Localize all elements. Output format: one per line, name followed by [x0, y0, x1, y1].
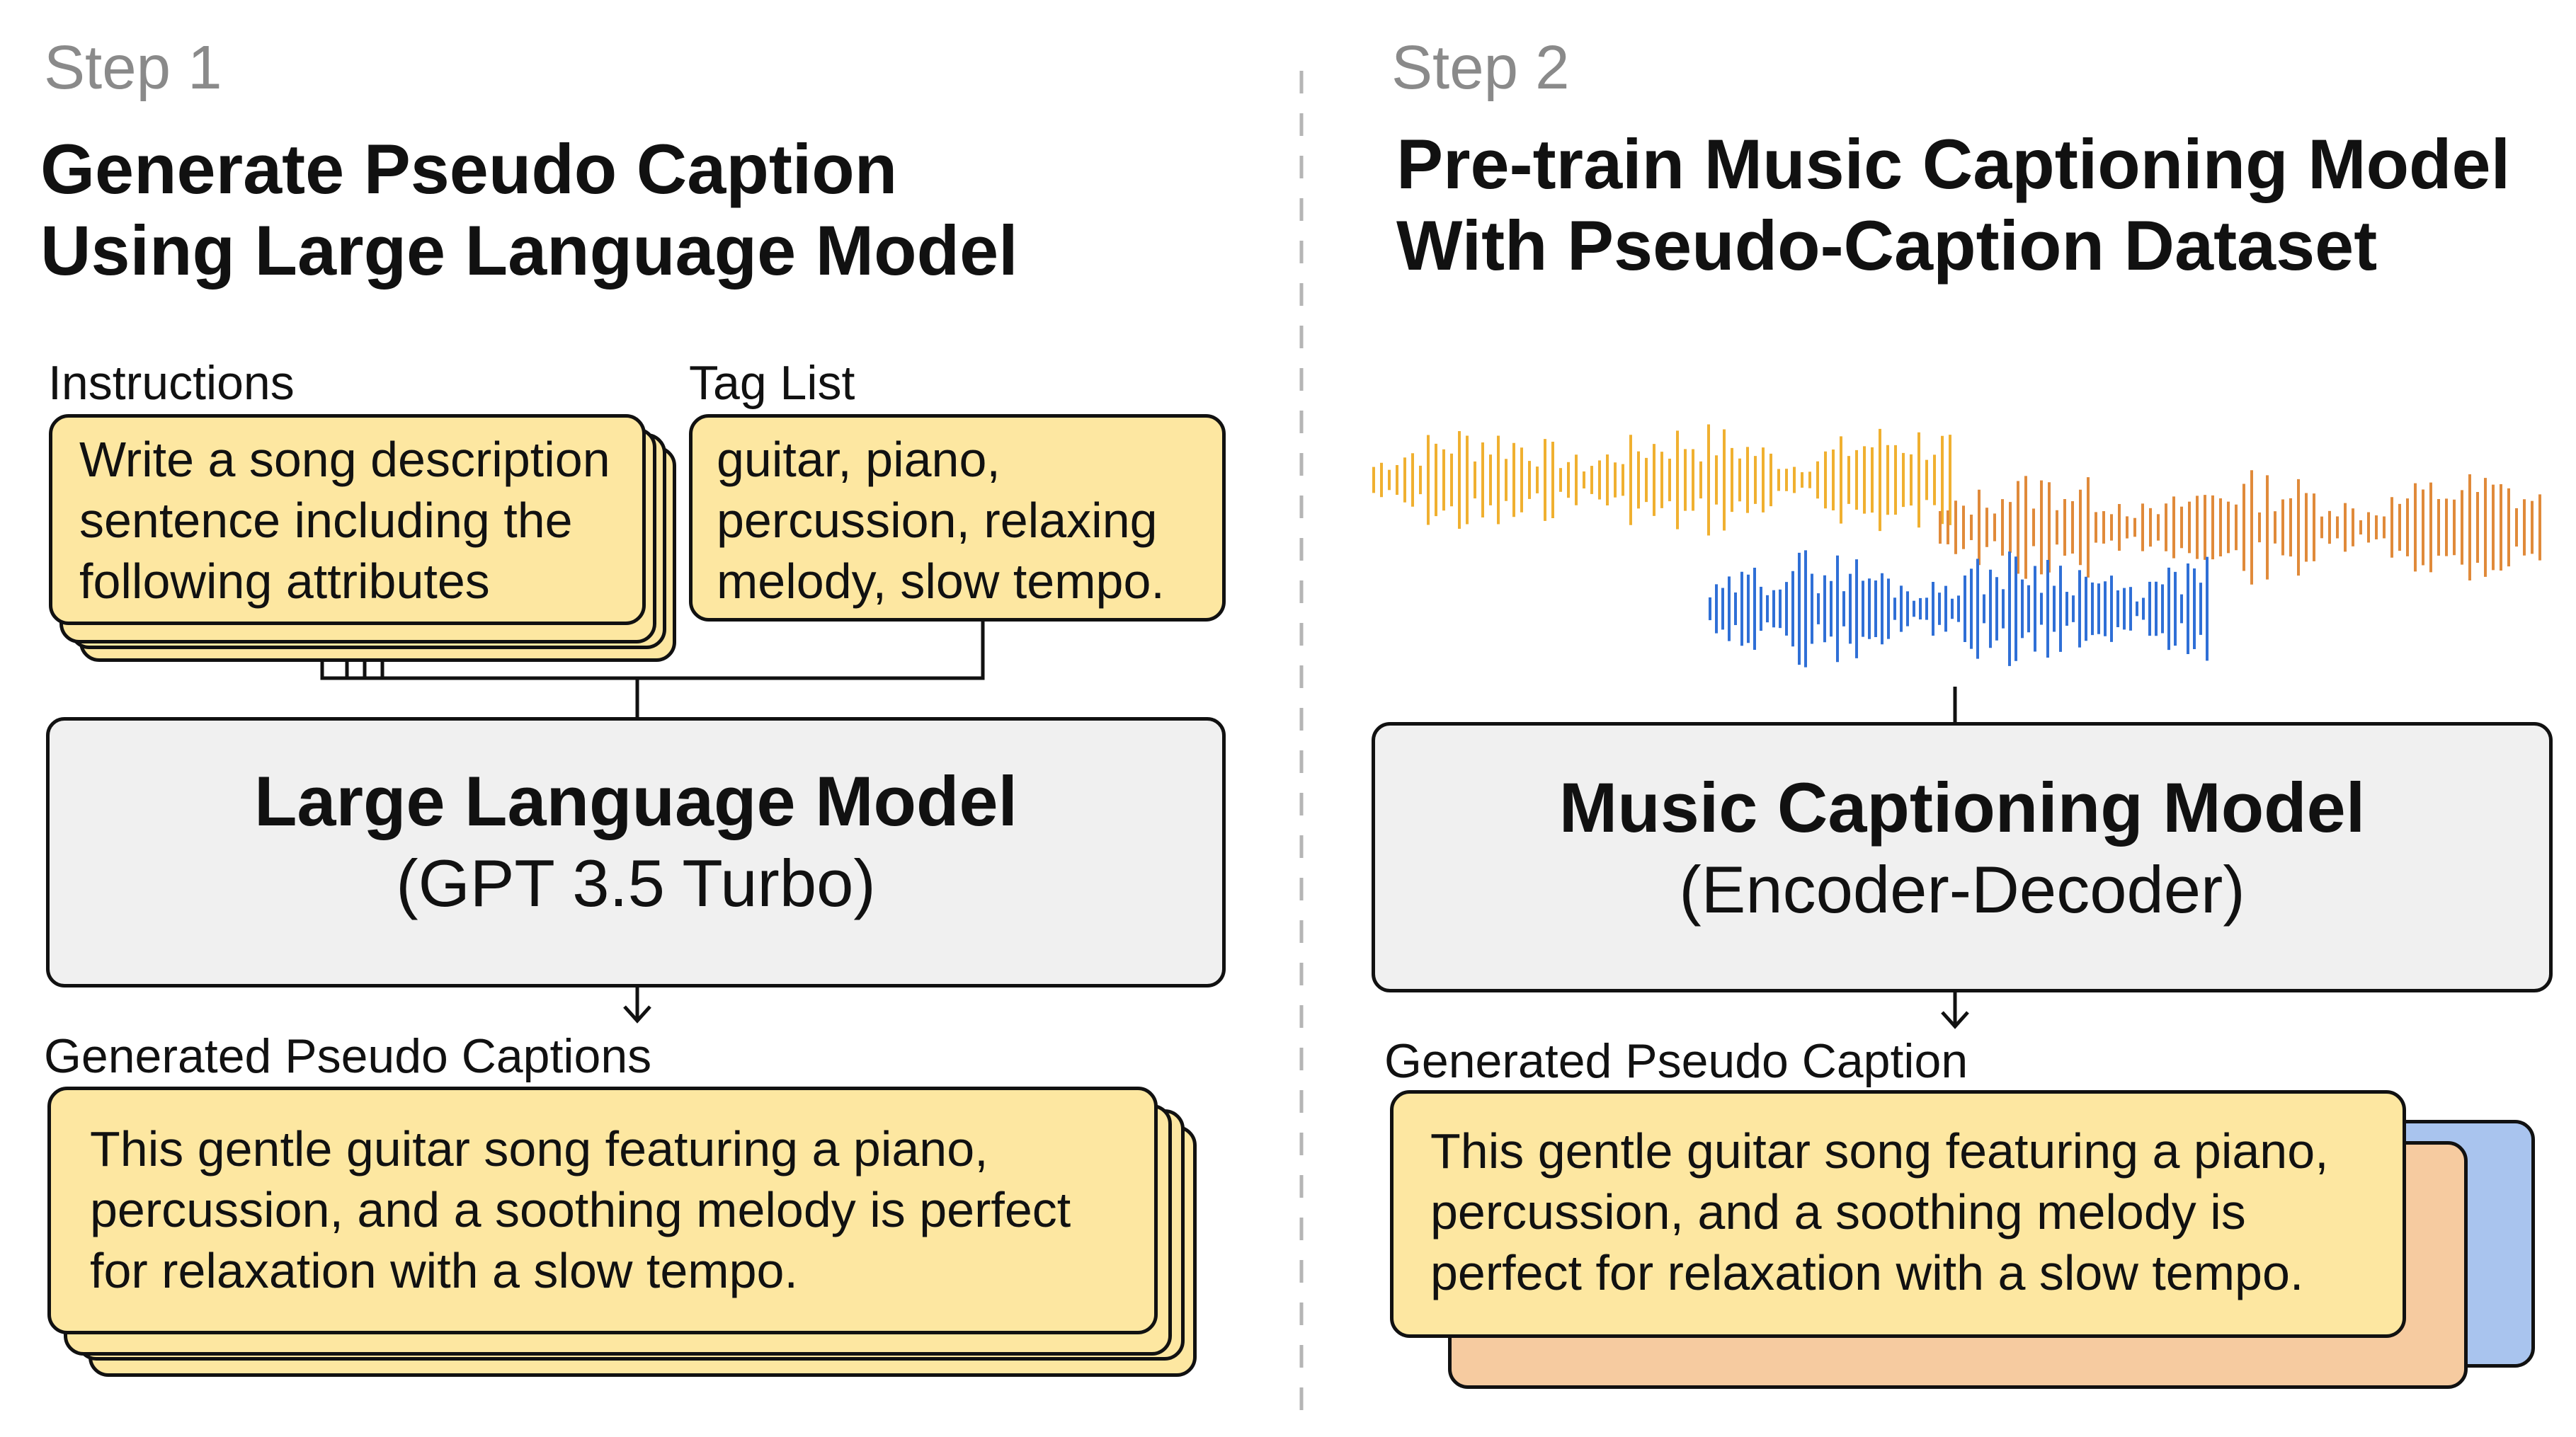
instructions-label: Instructions [48, 356, 295, 410]
waveform-yellow [1372, 424, 1951, 536]
instructions-text: Write a song description sentence includ… [79, 432, 610, 609]
waveform-blue [1709, 550, 2209, 668]
large-language-model-detail: (GPT 3.5 Turbo) [396, 845, 876, 920]
step-2-title: Pre-train Music Captioning Model With Ps… [1396, 125, 2511, 285]
large-language-model-box: Large Language Model (GPT 3.5 Turbo) [46, 717, 1226, 987]
llm-output-arrow [623, 986, 651, 1024]
tag-list-text: guitar, piano, percussion, relaxing melo… [717, 432, 1165, 609]
step-1-title: Generate Pseudo Caption Using Large Lang… [40, 130, 1018, 290]
music-captioning-model-title: Music Captioning Model [1558, 768, 2366, 847]
pseudo-caption-card: This gentle guitar song featuring a pian… [1390, 1090, 2406, 1338]
tag-list-card: guitar, piano, percussion, relaxing melo… [689, 414, 1226, 622]
generated-pseudo-caption-label: Generated Pseudo Caption [1384, 1034, 1968, 1088]
generated-caption-card: This gentle guitar song featuring a pian… [47, 1087, 1158, 1334]
step-1-label: Step 1 [44, 33, 222, 102]
generated-caption-text: This gentle guitar song featuring a pian… [90, 1121, 1071, 1299]
music-captioning-model-detail: (Encoder-Decoder) [1679, 852, 2245, 927]
music-captioning-model-box: Music Captioning Model (Encoder-Decoder) [1372, 722, 2553, 992]
generated-pseudo-captions-label: Generated Pseudo Captions [44, 1029, 652, 1083]
instructions-card: Write a song description sentence includ… [49, 414, 646, 625]
step-2-label: Step 2 [1391, 33, 1570, 102]
tag-list-label: Tag List [689, 356, 855, 410]
model-output-arrow [1941, 991, 1969, 1029]
waveform-orange [1939, 470, 2541, 585]
pseudo-caption-text: This gentle guitar song featuring a pian… [1430, 1123, 2329, 1301]
large-language-model-title: Large Language Model [253, 762, 1018, 840]
